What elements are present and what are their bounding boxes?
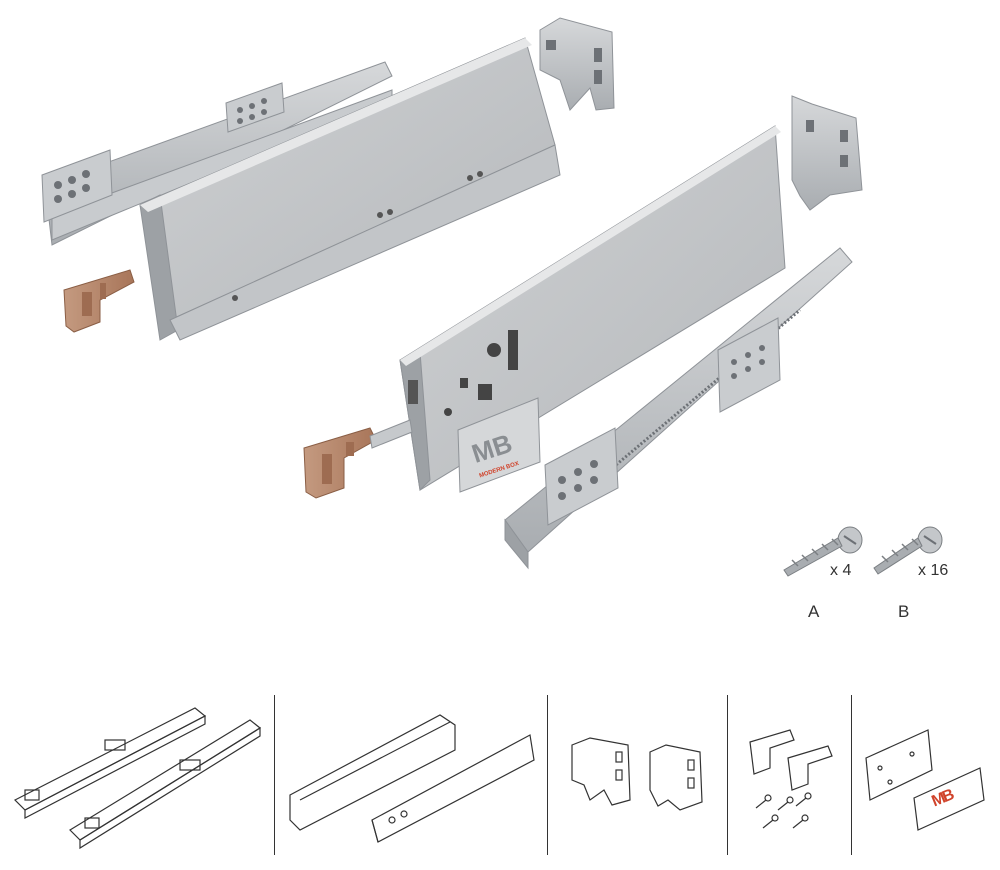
component-thumbnails bbox=[13, 707, 985, 850]
thumb-brackets-screws-icon bbox=[749, 729, 833, 829]
screw-a-icon bbox=[783, 526, 863, 577]
thumb-runners-icon bbox=[13, 707, 262, 850]
rear-bracket-left bbox=[539, 17, 615, 111]
rear-bracket-right bbox=[791, 95, 863, 211]
right-front-bracket bbox=[303, 419, 413, 499]
drawer-system-illustration: MB MODERN BOX bbox=[41, 17, 943, 577]
right-runner-rear-plate bbox=[717, 317, 781, 413]
left-drawer-side bbox=[41, 37, 561, 341]
divider-1 bbox=[274, 695, 275, 855]
right-runner-rail bbox=[504, 247, 853, 570]
left-runner-rear-plate bbox=[225, 82, 285, 133]
thumb-logo-plates-icon bbox=[865, 729, 985, 831]
screw-b-icon bbox=[873, 526, 943, 575]
right-drawer-side bbox=[399, 125, 786, 492]
left-front-bracket bbox=[63, 269, 135, 333]
divider-2 bbox=[547, 695, 548, 855]
thumb-rear-brackets-icon bbox=[571, 737, 703, 811]
left-runner-mount-plate bbox=[41, 149, 113, 223]
thumb-drawer-sides-icon bbox=[289, 714, 535, 843]
screw-a-label: A bbox=[808, 602, 820, 621]
divider-3 bbox=[727, 695, 728, 855]
screw-b-label: B bbox=[898, 602, 910, 621]
screw-b-count: x 16 bbox=[918, 562, 949, 579]
divider-4 bbox=[851, 695, 852, 855]
mb-logo-plate: MB MODERN BOX bbox=[457, 397, 541, 493]
right-runner-front-plate bbox=[544, 427, 619, 526]
screw-a-count: x 4 bbox=[830, 562, 852, 579]
